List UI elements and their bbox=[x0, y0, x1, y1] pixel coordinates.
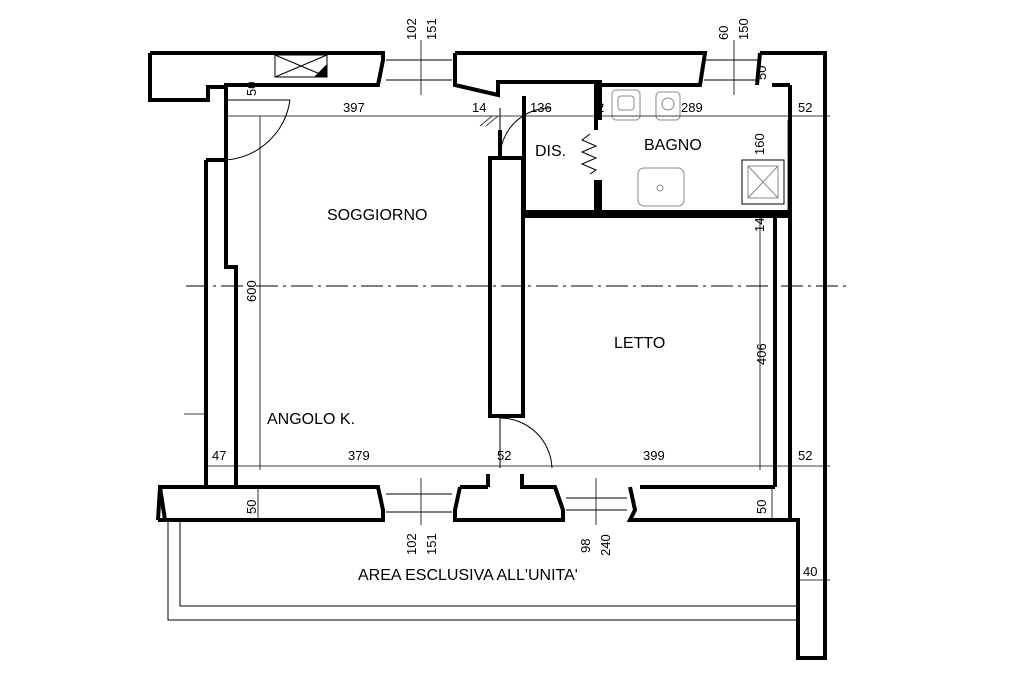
bidet-icon bbox=[637, 167, 685, 207]
toilet-icon bbox=[655, 91, 681, 121]
dim-wall-50-right: 50 bbox=[754, 66, 769, 80]
dim-top-win2-b: 150 bbox=[736, 18, 751, 40]
dimension-labels: 102 151 60 150 50 50 397 14 136 2 289 52… bbox=[212, 18, 817, 579]
dim-right-wall-52-bottom: 52 bbox=[798, 448, 812, 463]
exclusive-area-outline bbox=[167, 520, 799, 621]
room-dis: DIS. bbox=[535, 143, 566, 160]
dim-top-win1-a: 102 bbox=[404, 18, 419, 40]
dim-wall-14-mid: 14 bbox=[472, 100, 486, 115]
dim-bagno-wall: 2 bbox=[597, 100, 604, 115]
dim-bottom-wall-50-right: 50 bbox=[754, 500, 769, 514]
room-angolo-k: ANGOLO K. bbox=[267, 411, 355, 428]
dim-wall-14-right: 14 bbox=[752, 218, 767, 232]
dim-bagno-width: 289 bbox=[681, 100, 703, 115]
dim-bottom-wall-50-left: 50 bbox=[244, 500, 259, 514]
dim-right-wall-52-top: 52 bbox=[798, 100, 812, 115]
dim-angolo-width: 379 bbox=[348, 448, 370, 463]
room-soggiorno: SOGGIORNO bbox=[327, 207, 427, 224]
dim-bagno-depth: 160 bbox=[752, 133, 767, 155]
dim-door-52: 52 bbox=[497, 448, 511, 463]
dim-top-win2-a: 60 bbox=[716, 26, 731, 40]
shower-icon bbox=[741, 159, 785, 205]
dim-letto-width: 399 bbox=[643, 448, 665, 463]
sink-icon bbox=[611, 89, 641, 121]
dim-bottom-win1-b: 151 bbox=[424, 533, 439, 555]
dim-bottom-win1-a: 102 bbox=[404, 533, 419, 555]
dim-left-wall-47: 47 bbox=[212, 448, 226, 463]
room-labels: SOGGIORNO ANGOLO K. DIS. BAGNO LETTO ARE… bbox=[267, 137, 702, 584]
room-area-esclusiva: AREA ESCLUSIVA ALL'UNITA' bbox=[358, 567, 578, 584]
dim-letto-depth: 406 bbox=[754, 343, 769, 365]
fixtures bbox=[274, 54, 785, 207]
windows bbox=[386, 59, 758, 513]
dim-soggiorno-depth: 600 bbox=[244, 280, 259, 302]
dim-bottom-win2-b: 240 bbox=[598, 534, 613, 556]
room-letto: LETTO bbox=[614, 335, 665, 352]
dim-dis-width: 136 bbox=[530, 100, 552, 115]
dim-soggiorno-width: 397 bbox=[343, 100, 365, 115]
dim-top-win1-b: 151 bbox=[424, 18, 439, 40]
dim-wall-50-top: 50 bbox=[244, 82, 259, 96]
outer-walls bbox=[148, 51, 827, 660]
room-bagno: BAGNO bbox=[644, 137, 702, 154]
dim-bottom-win2-a: 98 bbox=[578, 539, 593, 553]
dimension-lines bbox=[184, 40, 830, 581]
chimney-flue-icon bbox=[314, 64, 327, 77]
dim-balcony-40: 40 bbox=[803, 564, 817, 579]
